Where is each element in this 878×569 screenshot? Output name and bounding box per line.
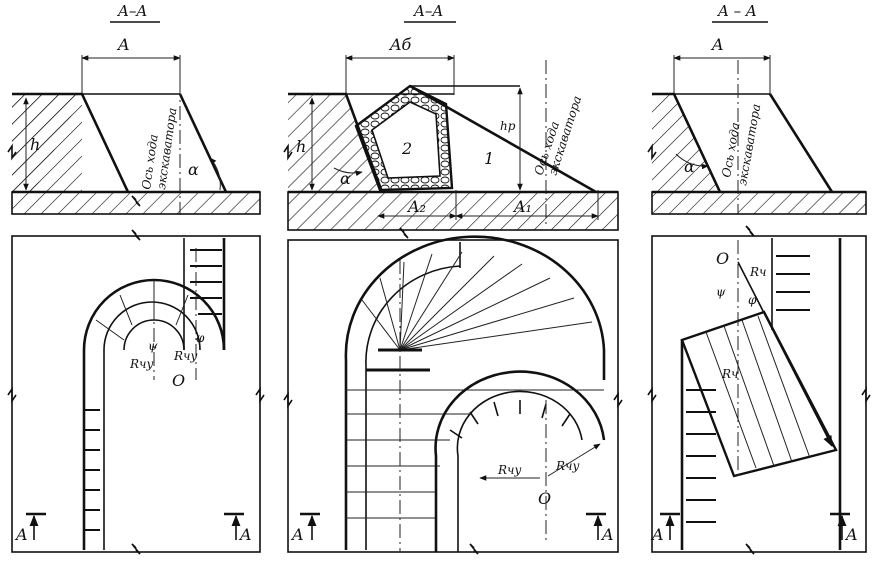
cut-right-3: A — [844, 525, 858, 544]
cut-left-2: A — [290, 525, 304, 544]
zone-1-label: 1 — [484, 149, 494, 168]
cut-left-1: A — [14, 525, 28, 544]
cut-right-2: A — [600, 525, 614, 544]
bottom-label-a2: A₂ — [406, 197, 426, 216]
panel-2: A–A Aб 2 1 hр Ось хода экскаватора h α — [283, 2, 623, 555]
cut-right-1: A — [238, 525, 252, 544]
angle-label-1: α — [188, 160, 199, 179]
height-label-2b: hр — [500, 119, 516, 133]
plan-radius-left-2: Rчу — [497, 463, 522, 477]
section-title-2: A–A — [412, 2, 443, 20]
angle-label-2: α — [340, 169, 351, 188]
plan-radius-right-1: Rчу — [173, 349, 198, 363]
section-title-1: A–A — [116, 2, 147, 20]
angle-label-3: α — [684, 157, 695, 176]
zone-2-label: 2 — [401, 139, 412, 158]
plan-angle-psi-1: ψ — [148, 339, 158, 353]
plan-radius-left-1: Rчу — [129, 357, 154, 371]
width-label-3: A — [710, 35, 724, 54]
bottom-label-a1: A₁ — [512, 197, 532, 216]
width-label-1: A — [116, 35, 130, 54]
plan-radius-bottom-3: Rч — [721, 367, 739, 381]
axis-label-3b: экскаватора — [735, 103, 763, 187]
height-label-2: h — [296, 137, 306, 156]
panel-3: A – A A Ось хода экскаватора α — [647, 2, 871, 555]
plan-angle-psi-3: ψ — [716, 285, 726, 299]
plan-angle-phi-1: φ — [196, 331, 205, 345]
plan-center-1: O — [172, 371, 185, 390]
plan-center-2: O — [538, 489, 551, 508]
section-title-3: A – A — [716, 2, 757, 20]
panel-1: A–A A h Ось хода экскаватора α — [7, 2, 265, 555]
width-label-2: Aб — [388, 35, 412, 54]
plan-radius-right-2: Rчу — [555, 459, 580, 473]
plan-angle-phi-3: φ — [748, 293, 757, 307]
cut-left-3: A — [650, 525, 664, 544]
height-label-1: h — [30, 135, 40, 154]
plan-radius-top-3: Rч — [749, 265, 767, 279]
plan-center-3: O — [716, 249, 729, 268]
